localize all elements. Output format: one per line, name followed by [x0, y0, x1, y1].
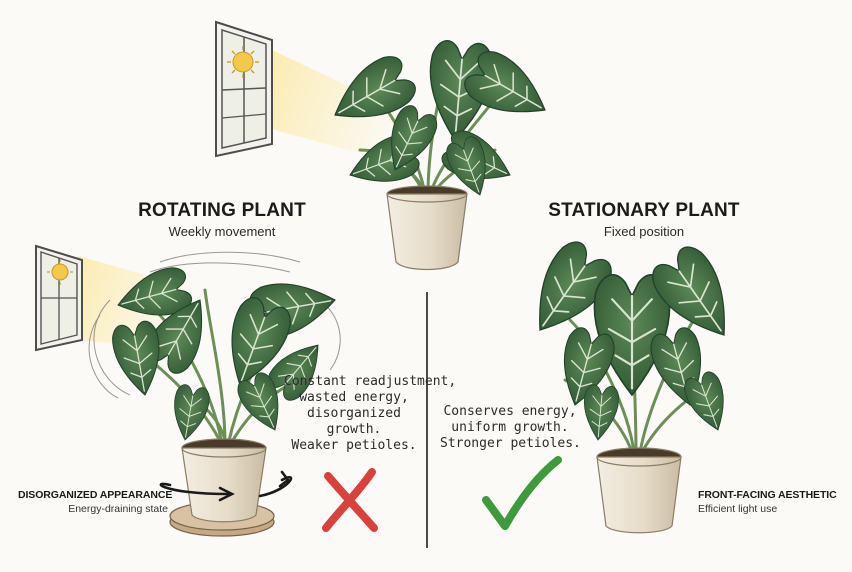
- rotating-heading: ROTATING PLANT Weekly movement: [92, 200, 352, 239]
- rotation-arrow-icon: [159, 470, 293, 502]
- stationary-caption: FRONT-FACING AESTHETIC Efficient light u…: [698, 489, 848, 515]
- stationary-caption-title: FRONT-FACING AESTHETIC: [698, 489, 837, 501]
- rotating-note: Constant readjustment, wasted energy, di…: [284, 374, 457, 454]
- stationary-note: Conserves energy, uniform growth. Strong…: [440, 404, 581, 452]
- stationary-note-line: Stronger petioles.: [440, 436, 581, 451]
- stationary-subtitle: Fixed position: [603, 224, 685, 239]
- rotating-note-line: Weaker petioles.: [291, 438, 417, 453]
- top-sun-icon: [227, 46, 259, 78]
- rotating-title: ROTATING PLANT: [138, 200, 306, 221]
- rotating-subtitle: Weekly movement: [168, 224, 276, 239]
- check-mark-icon: [482, 456, 562, 530]
- top-plant: [321, 38, 559, 271]
- stationary-title: STATIONARY PLANT: [548, 200, 740, 221]
- left-sun-icon: [47, 259, 73, 285]
- rotating-note-line: Constant readjustment,: [284, 374, 457, 389]
- stationary-caption-subtitle: Efficient light use: [698, 503, 778, 515]
- rotating-caption-title: DISORGANIZED APPEARANCE: [18, 489, 173, 501]
- stationary-note-line: uniform growth.: [451, 420, 569, 435]
- rotating-note-line: disorganized: [307, 406, 401, 421]
- stationary-note-line: Conserves energy,: [443, 404, 577, 419]
- rotating-caption: DISORGANIZED APPEARANCE Energy-draining …: [18, 489, 173, 515]
- stationary-heading: STATIONARY PLANT Fixed position: [514, 200, 774, 239]
- rotating-note-line: growth.: [326, 422, 382, 437]
- rotating-plant: [88, 251, 341, 537]
- stationary-plant: [514, 234, 750, 534]
- cross-mark-icon: [322, 468, 378, 532]
- rotating-caption-subtitle: Energy-draining state: [68, 503, 168, 515]
- rotating-note-line: wasted energy,: [299, 390, 409, 405]
